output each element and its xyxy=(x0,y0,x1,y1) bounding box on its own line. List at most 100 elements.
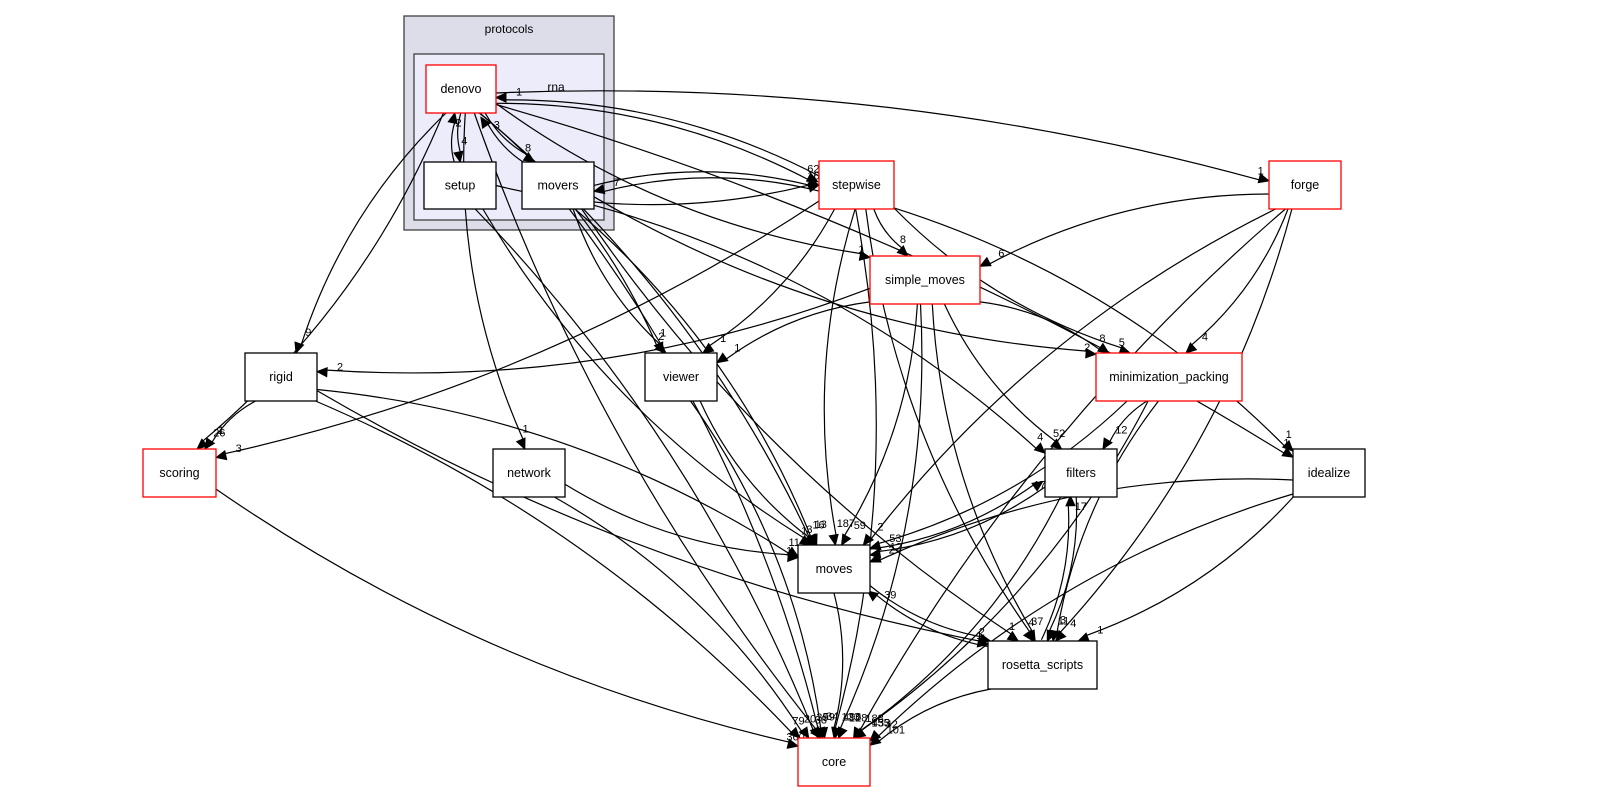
edge-label[interactable]: 1 xyxy=(1286,429,1292,441)
edge-simple-moves-to-filters[interactable] xyxy=(943,303,1056,442)
edge-setup-to-denovo[interactable] xyxy=(450,122,456,163)
edge-label[interactable]: 128 xyxy=(849,712,867,724)
edge-stepwise-to-viewer[interactable] xyxy=(709,208,836,347)
edge-label[interactable]: 8 xyxy=(1099,333,1105,345)
edge-rigid-to-moves[interactable] xyxy=(316,388,789,554)
edge-label[interactable]: 1 xyxy=(218,425,224,437)
node-idealize[interactable]: idealize xyxy=(1292,448,1366,498)
edge-label[interactable]: 4 xyxy=(1037,432,1043,444)
edge-movers-to-rosetta-scripts[interactable] xyxy=(581,208,1012,635)
edge-setup-to-core[interactable] xyxy=(474,208,814,730)
edge-label[interactable]: 101 xyxy=(887,725,905,737)
edge-simple-moves-to-moves[interactable] xyxy=(844,303,918,536)
edge-moves-to-rosetta-scripts[interactable] xyxy=(869,585,982,638)
edge-denovo-to-movers[interactable] xyxy=(484,112,528,156)
node-forge[interactable]: forge xyxy=(1268,160,1342,210)
edge-label[interactable]: 2 xyxy=(889,545,895,557)
edge-denovo-to-rigid[interactable] xyxy=(300,112,447,345)
edge-label[interactable]: 1 xyxy=(786,545,792,557)
edge-idealize-to-core[interactable] xyxy=(878,493,1294,737)
edge-minimization-packing-to-filters[interactable] xyxy=(1109,400,1148,442)
edge-label[interactable]: 2 xyxy=(877,521,883,533)
node-box[interactable] xyxy=(644,352,718,402)
edge-forge-to-simple-moves[interactable] xyxy=(989,193,1270,265)
edge-label[interactable]: 52 xyxy=(1053,428,1065,440)
node-denovo[interactable]: denovo xyxy=(425,64,497,114)
node-box[interactable] xyxy=(492,448,566,498)
edge-forge-to-rosetta-scripts[interactable] xyxy=(1059,208,1293,633)
edge-label[interactable]: 3 xyxy=(494,120,500,132)
edge-moves-to-filters[interactable] xyxy=(867,484,1034,550)
edge-stepwise-to-simple-moves[interactable] xyxy=(873,208,903,249)
edge-label[interactable]: 53 xyxy=(889,533,901,545)
edge-viewer-to-moves[interactable] xyxy=(699,400,809,538)
edge-label[interactable]: 4 xyxy=(1202,331,1208,343)
node-minimization-packing[interactable]: minimization_packing xyxy=(1095,352,1243,402)
node-rosetta-scripts[interactable]: rosetta_scripts xyxy=(987,640,1098,690)
edge-scoring-to-core[interactable] xyxy=(215,488,790,743)
edge-label[interactable]: 1 xyxy=(734,343,740,355)
node-network[interactable]: network xyxy=(492,448,566,498)
edge-denovo-to-forge[interactable] xyxy=(495,90,1260,181)
edge-moves-to-core[interactable] xyxy=(833,592,844,729)
edge-label[interactable]: 11 xyxy=(1058,615,1069,627)
edge-label[interactable]: 1 xyxy=(1097,624,1103,636)
edge-label[interactable]: 11 xyxy=(789,537,800,549)
edge-label[interactable]: 1 xyxy=(801,525,807,537)
edge-simple-moves-to-minimization-packing[interactable] xyxy=(979,301,1100,350)
edge-label[interactable]: 59 xyxy=(854,520,866,532)
node-box[interactable] xyxy=(1268,160,1342,210)
edge-denovo-to-simple-moves[interactable] xyxy=(495,102,861,255)
edge-minimization-packing-to-rosetta-scripts[interactable] xyxy=(1056,400,1159,632)
edge-network-to-moves[interactable] xyxy=(564,483,789,556)
edge-label[interactable]: 13 xyxy=(815,519,827,531)
edge-label[interactable]: 79 xyxy=(792,716,804,728)
edge-movers-to-minimization-packing[interactable] xyxy=(593,196,1087,352)
edge-label[interactable]: 1 xyxy=(523,423,529,435)
node-box[interactable] xyxy=(142,448,217,498)
edge-label[interactable]: 4 xyxy=(1028,617,1034,629)
edge-stepwise-to-scoring[interactable] xyxy=(225,200,820,455)
edge-label[interactable]: 188 xyxy=(865,713,883,725)
edge-label[interactable]: 59 xyxy=(823,712,835,724)
edge-label[interactable]: 8 xyxy=(900,234,906,246)
node-rigid[interactable]: rigid xyxy=(244,352,318,402)
node-box[interactable] xyxy=(869,255,981,305)
edge-stepwise-to-idealize[interactable] xyxy=(893,207,1285,447)
node-box[interactable] xyxy=(1095,352,1243,402)
edge-label[interactable]: 17 xyxy=(1034,479,1046,491)
edge-simple-moves-to-rosetta-scripts[interactable] xyxy=(931,303,1033,632)
edge-label[interactable]: 187 xyxy=(837,518,855,530)
edge-label[interactable]: 16 xyxy=(807,171,819,183)
edge-label[interactable]: 2 xyxy=(456,118,462,130)
edge-label[interactable]: 2 xyxy=(337,362,343,374)
node-box[interactable] xyxy=(797,544,871,594)
node-viewer[interactable]: viewer xyxy=(644,352,718,402)
node-simple-moves[interactable]: simple_moves xyxy=(869,255,981,305)
edge-minimization-packing-to-core[interactable] xyxy=(861,400,1149,731)
edge-label[interactable]: 2 xyxy=(658,331,664,343)
edge-rosetta-scripts-to-moves[interactable] xyxy=(876,594,989,648)
edge-label[interactable]: 3 xyxy=(1060,614,1066,626)
edge-setup-to-moves[interactable] xyxy=(482,208,804,539)
node-filters[interactable]: filters xyxy=(1044,448,1118,498)
edge-label[interactable]: 2 xyxy=(979,627,985,639)
edge-label[interactable]: 123 xyxy=(842,711,860,723)
edge-label[interactable]: 4 xyxy=(1070,618,1076,630)
edge-label[interactable]: 42 xyxy=(886,719,898,731)
node-box[interactable] xyxy=(1044,448,1118,498)
node-box[interactable] xyxy=(423,161,497,210)
edge-stepwise-to-moves[interactable] xyxy=(823,208,856,536)
edge-movers-to-filters[interactable] xyxy=(593,204,1037,449)
edge-movers-to-stepwise[interactable] xyxy=(593,171,810,186)
edge-label[interactable]: 1 xyxy=(1258,166,1264,178)
node-scoring[interactable]: scoring xyxy=(142,448,217,498)
edge-stepwise-to-minimization-packing[interactable] xyxy=(893,207,1122,349)
node-stepwise[interactable]: stepwise xyxy=(818,160,895,210)
edge-denovo-to-core[interactable] xyxy=(473,112,817,730)
node-core[interactable]: core xyxy=(797,737,871,787)
edge-forge-to-moves[interactable] xyxy=(870,208,1276,540)
node-box[interactable] xyxy=(244,352,318,402)
edge-simple-moves-to-viewer[interactable] xyxy=(725,301,871,360)
edge-label[interactable]: 8 xyxy=(525,142,531,154)
